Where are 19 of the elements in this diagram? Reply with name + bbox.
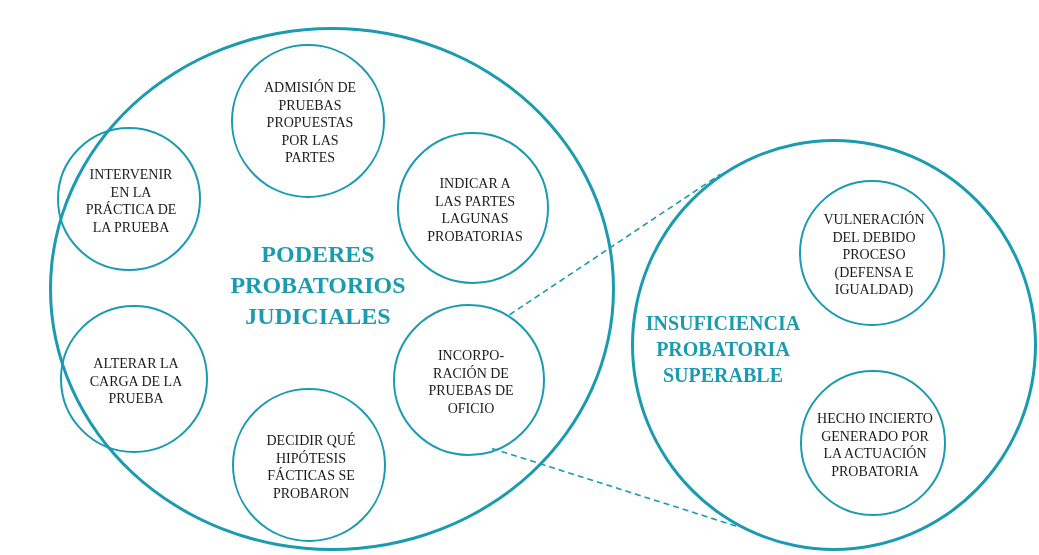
circle-label: HECHO INCIERTO GENERADO POR LA ACTUACIÓN PROBATORIA bbox=[816, 410, 934, 480]
topic-circle bbox=[57, 127, 201, 271]
circle-label: VULNERACIÓN DEL DEBIDO PROCESO (DEFENSA E IGUALDAD) bbox=[822, 211, 926, 299]
group-ellipse bbox=[631, 139, 1037, 551]
topic-circle bbox=[799, 180, 945, 326]
topic-circle bbox=[231, 44, 385, 198]
topic-circle bbox=[60, 305, 208, 453]
circle-label: INTERVENIR EN LA PRÁCTICA DE LA PRUEBA bbox=[84, 166, 178, 236]
group-ellipse bbox=[49, 27, 615, 551]
topic-circle bbox=[232, 388, 386, 542]
circle-label: ADMISIÓN DE PRUEBAS PROPUESTAS POR LAS PARTES bbox=[262, 79, 358, 167]
circle-label: ALTERAR LA CARGA DE LA PRUEBA bbox=[88, 354, 184, 408]
topic-circle bbox=[393, 304, 545, 456]
circle-label: DECIDIR QUÉ HIPÓTESIS FÁCTICAS SE PROBARON bbox=[265, 432, 357, 502]
title-label: INSUFICIENCIA PROBATORIA SUPERABLE bbox=[644, 311, 802, 388]
topic-circle bbox=[800, 370, 946, 516]
circle-label: INCORPO- RACIÓN DE PRUEBAS DE OFICIO bbox=[427, 347, 515, 417]
circle-label: INDICAR A LAS PARTES LAGUNAS PROBATORIAS bbox=[426, 175, 524, 245]
title-label: PODERES PROBATORIOS JUDICIALES bbox=[229, 240, 407, 332]
